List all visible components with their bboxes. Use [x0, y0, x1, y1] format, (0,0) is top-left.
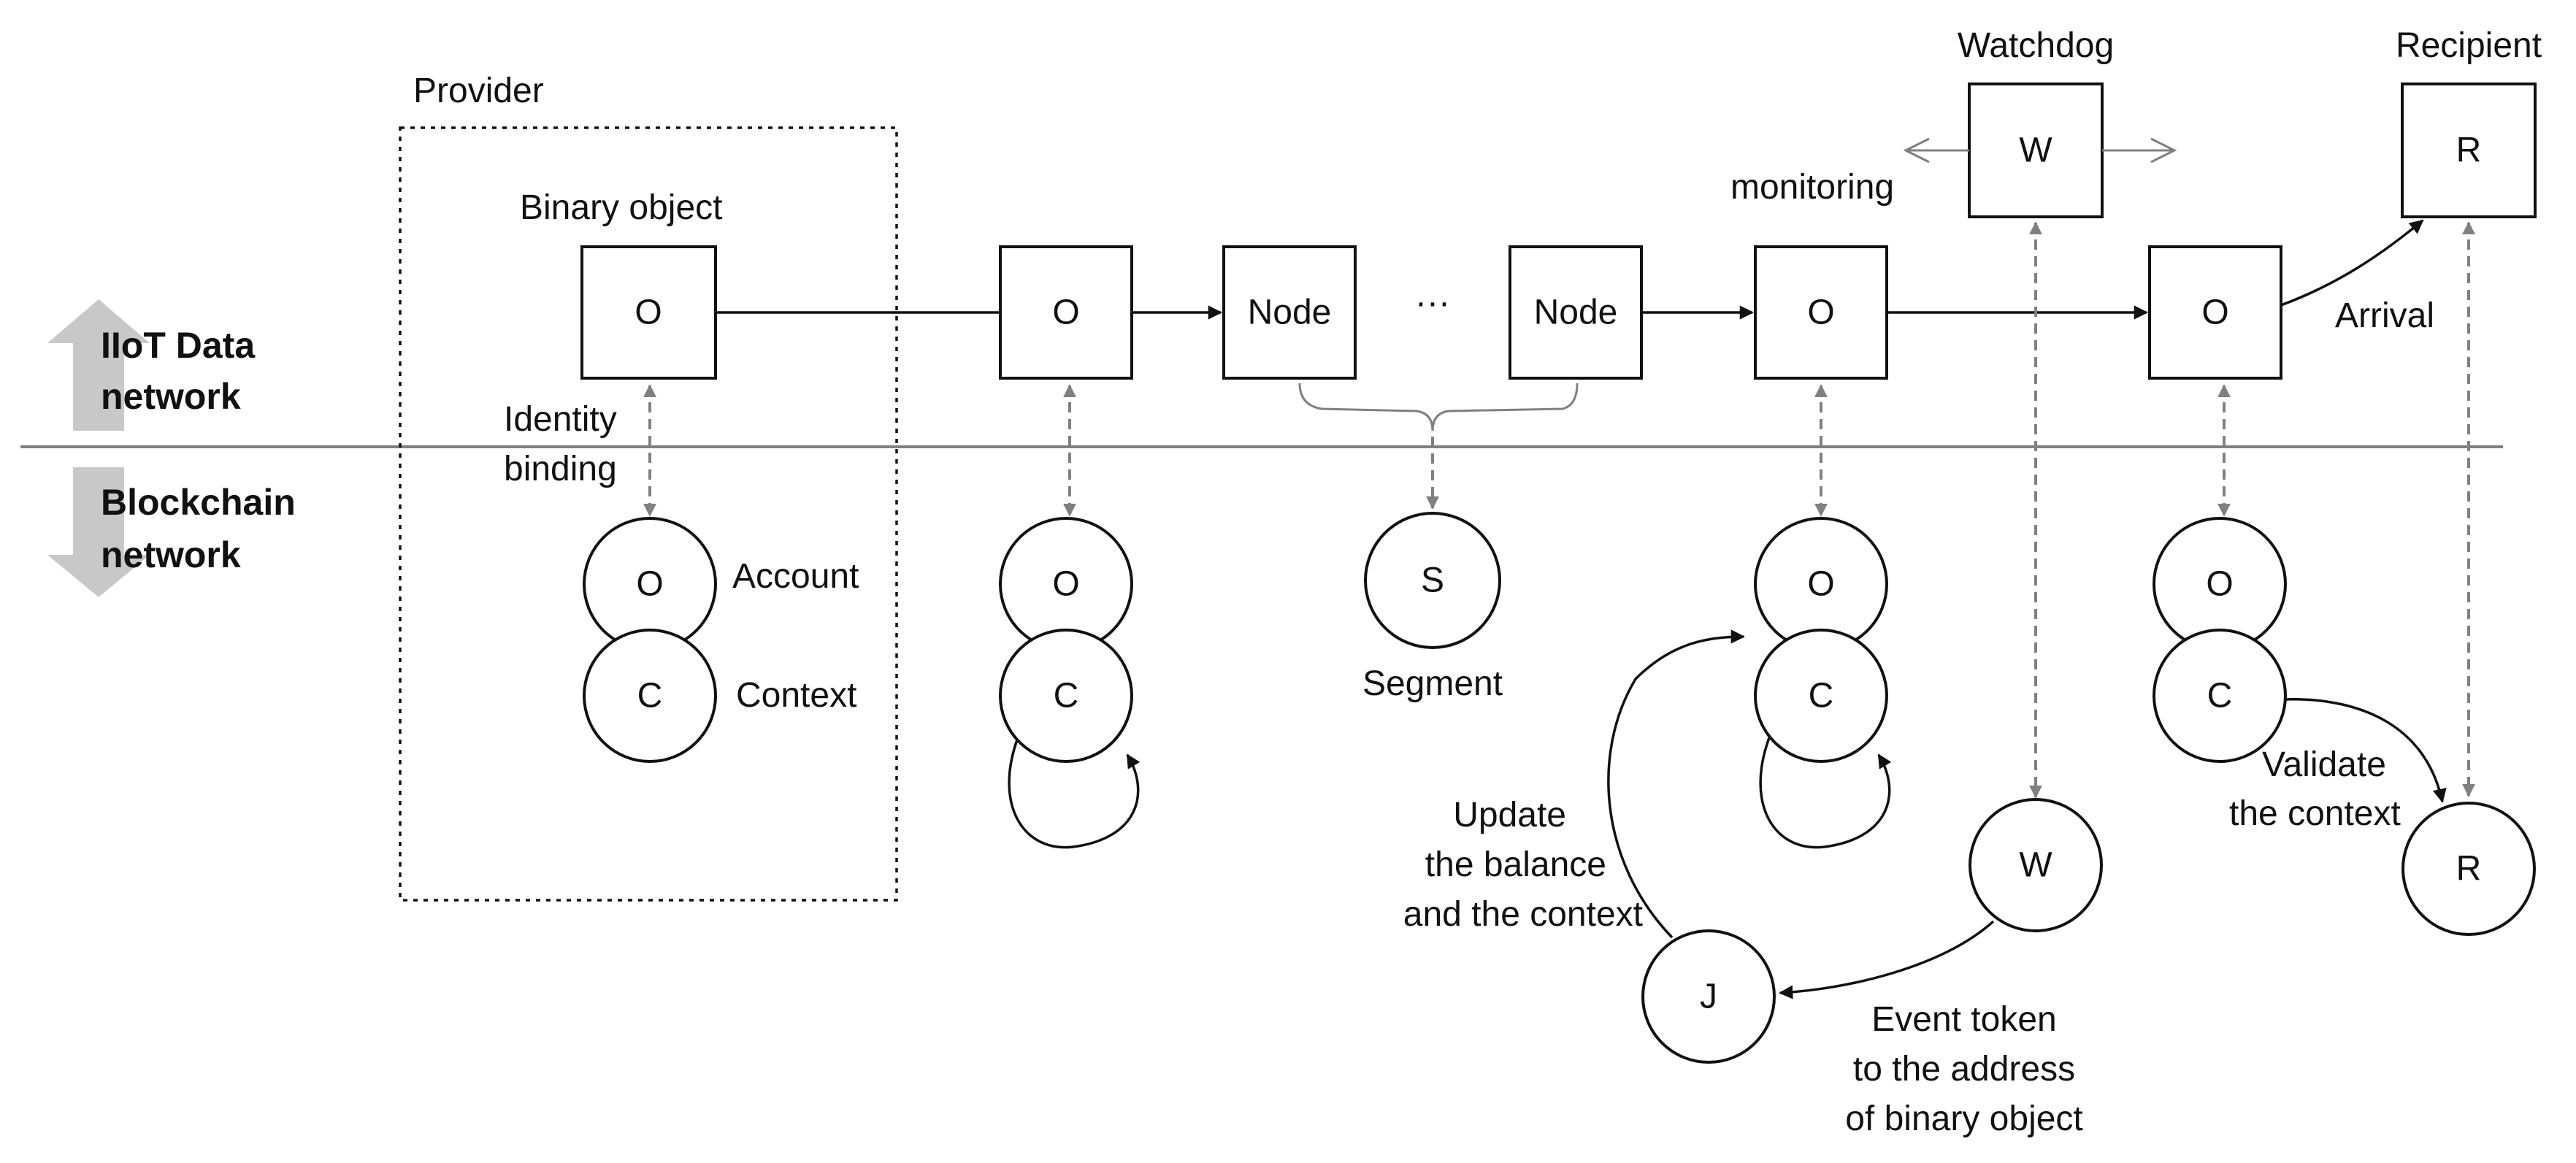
validate-context-arrow	[2283, 698, 2447, 803]
validate-label-line2: the context	[2229, 794, 2401, 833]
account-circle-symbol: O	[636, 565, 663, 604]
event-label-line2: to the address	[1853, 1050, 2075, 1089]
account-circle-symbol: O	[1807, 565, 1834, 604]
link-o4-recipient	[2280, 219, 2424, 307]
event-token-arrow	[1779, 920, 1995, 999]
event-label-line1: Event token	[1871, 1000, 2057, 1039]
account-circle-2: O	[999, 517, 1133, 651]
identity-label-line2: binding	[504, 450, 617, 488]
context-circle-provider: C	[583, 629, 717, 763]
down-layer-arrow-icon	[47, 467, 150, 597]
context-self-loop-2	[1008, 735, 1141, 849]
account-circle-3: O	[1754, 517, 1888, 651]
recipient-circle-symbol: R	[2456, 850, 2482, 888]
provider-boundary	[399, 126, 898, 902]
context-circle-symbol: C	[1054, 677, 1079, 715]
context-circle-3: C	[1754, 629, 1888, 763]
job-circle: J	[1641, 929, 1776, 1064]
layer-upper-line1: IIoT Data	[101, 325, 256, 366]
object-box-symbol: O	[1052, 293, 1079, 332]
event-label-line3: of binary object	[1845, 1099, 2083, 1138]
provider-label: Provider	[413, 72, 544, 110]
validate-label-line1: Validate	[2262, 745, 2386, 784]
context-circle-2: C	[999, 629, 1133, 763]
monitoring-label: monitoring	[1730, 168, 1894, 207]
watchdog-box: W	[1968, 82, 2104, 218]
segment-circle: S	[1364, 512, 1501, 649]
arrival-label: Arrival	[2335, 296, 2434, 335]
account-circle-provider: O	[583, 517, 717, 651]
layer-upper-line2: network	[101, 376, 241, 417]
object-box-3: O	[1754, 245, 1888, 380]
recipient-box-symbol: R	[2456, 131, 2482, 170]
layer-lower-line2: network	[101, 534, 241, 575]
layer-lower-line1: Blockchain	[101, 482, 296, 523]
watchdog-box-symbol: W	[2019, 131, 2052, 170]
recipient-label: Recipient	[2396, 26, 2542, 65]
account-circle-symbol: O	[1052, 565, 1079, 604]
context-circle-symbol: C	[1809, 677, 1834, 715]
binary-object-label: Binary object	[520, 188, 722, 227]
context-circle-symbol: C	[637, 677, 663, 715]
watchdog-circle: W	[1969, 798, 2103, 932]
job-circle-symbol: J	[1700, 978, 1717, 1016]
watchdog-circle-symbol: W	[2019, 846, 2052, 885]
monitor-feeler-right	[2102, 137, 2177, 164]
update-label-line3: and the context	[1403, 895, 1643, 934]
object-box-2: O	[999, 245, 1133, 380]
node-box-1: Node	[1222, 245, 1357, 380]
context-circle-4: C	[2153, 629, 2287, 763]
recipient-circle: R	[2401, 802, 2536, 936]
ellipsis: ···	[1415, 283, 1450, 322]
watchdog-label: Watchdog	[1958, 26, 2114, 65]
account-circle-4: O	[2153, 517, 2287, 651]
node-box-symbol: Node	[1248, 293, 1332, 332]
object-box-symbol: O	[635, 293, 662, 332]
recipient-box: R	[2401, 82, 2537, 218]
node-box-symbol: Node	[1534, 293, 1618, 332]
up-layer-arrow-icon	[47, 299, 150, 431]
identity-label-line1: Identity	[504, 400, 617, 439]
segment-label: Segment	[1362, 664, 1503, 703]
context-circle-symbol: C	[2207, 677, 2233, 715]
update-label-line2: the balance	[1425, 845, 1606, 884]
object-box-symbol: O	[2201, 293, 2228, 332]
object-box-symbol: O	[1807, 293, 1834, 332]
monitor-feeler-left	[1903, 137, 1969, 164]
segment-brace	[1298, 383, 1579, 431]
context-label: Context	[736, 676, 856, 715]
node-box-2: Node	[1509, 245, 1643, 380]
account-circle-symbol: O	[2206, 565, 2233, 604]
update-label-line1: Update	[1453, 796, 1566, 834]
object-box-provider: O	[580, 245, 717, 380]
object-box-4: O	[2148, 245, 2282, 380]
account-label: Account	[732, 557, 859, 596]
segment-circle-symbol: S	[1421, 561, 1444, 600]
update-balance-arrow	[1607, 629, 1745, 939]
context-self-loop-3	[1759, 735, 1892, 849]
